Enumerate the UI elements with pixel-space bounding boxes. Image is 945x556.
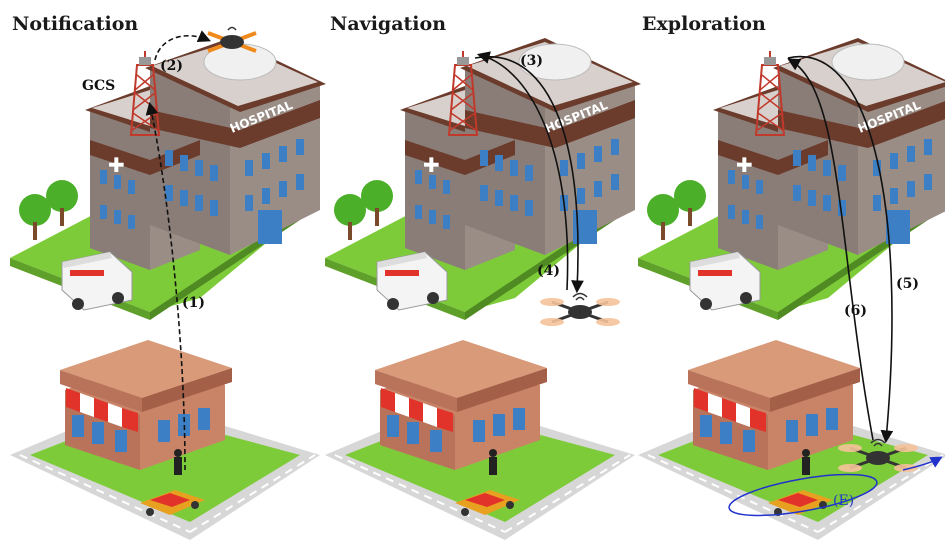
hospital-cross-icon: ✚ [736, 153, 753, 177]
exploration-arrow [902, 456, 943, 471]
hospital-cross-icon: ✚ [423, 153, 440, 177]
step-label-2: (2) [160, 58, 183, 74]
explore-path-6 [787, 58, 874, 441]
hospital-cross-icon: ✚ [108, 153, 125, 177]
explore-path-5 [787, 55, 894, 444]
hospital-building [9, 37, 327, 321]
notify-path-2 [154, 30, 211, 61]
step-label-6: (6) [844, 303, 867, 319]
step-label-4: (4) [537, 263, 560, 279]
store-building [9, 339, 321, 541]
step-label-e: (E) [833, 493, 854, 509]
store-building [324, 339, 636, 541]
notify-path-1 [145, 101, 186, 471]
drone-icon [207, 26, 257, 53]
panel-notification: Notification HOSPITAL ✚ GCS (1) (2) [9, 13, 327, 541]
exploration-path [728, 473, 878, 517]
panel-title-navigation: Navigation [330, 13, 446, 35]
navigate-path-4 [476, 51, 569, 291]
step-label-5: (5) [896, 276, 919, 292]
navigate-path-3 [474, 55, 584, 294]
panel-exploration: Exploration HOSPITAL ✚ (5) (6) (E) [637, 13, 945, 541]
gcs-label: GCS [82, 78, 115, 94]
panel-navigation: Navigation HOSPITAL ✚ (3) (4) [324, 13, 642, 541]
step-label-1: (1) [182, 295, 205, 311]
hospital-building [324, 37, 642, 321]
drone-icon [538, 292, 622, 328]
store-building [637, 339, 945, 541]
panel-title-exploration: Exploration [642, 13, 766, 35]
panel-title-notification: Notification [12, 13, 138, 35]
step-label-3: (3) [520, 53, 543, 69]
